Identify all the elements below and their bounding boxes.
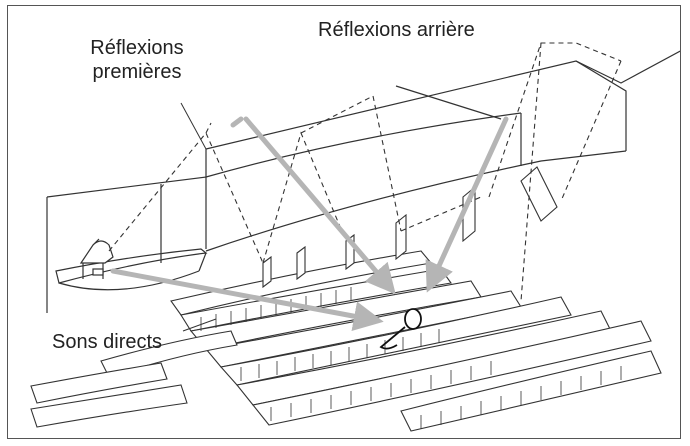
sound-arrows: [110, 116, 509, 331]
back-reflection-arrow: [425, 116, 509, 293]
early-reflection-arrow-2: [230, 116, 244, 128]
early-reflections-line1: Réflexions: [90, 37, 184, 59]
label-leaders: [180, 102, 217, 332]
piano-icon: [79, 238, 114, 279]
early-reflections-line2: premières: [92, 61, 182, 83]
direct-sounds-label: Sons directs: [52, 331, 163, 353]
listener-icon: [379, 308, 422, 350]
early-reflection-arrow: [243, 116, 396, 295]
direct-sound-arrow: [110, 268, 384, 331]
concert-hall-illustration: [30, 42, 680, 432]
diagram-frame: [7, 5, 681, 439]
back-reflections-label: Réflexions arrière: [318, 19, 475, 41]
seat-backs: [200, 287, 622, 429]
early-reflections-label: Réflexions premières: [72, 36, 202, 84]
hall-structure: [46, 50, 680, 313]
